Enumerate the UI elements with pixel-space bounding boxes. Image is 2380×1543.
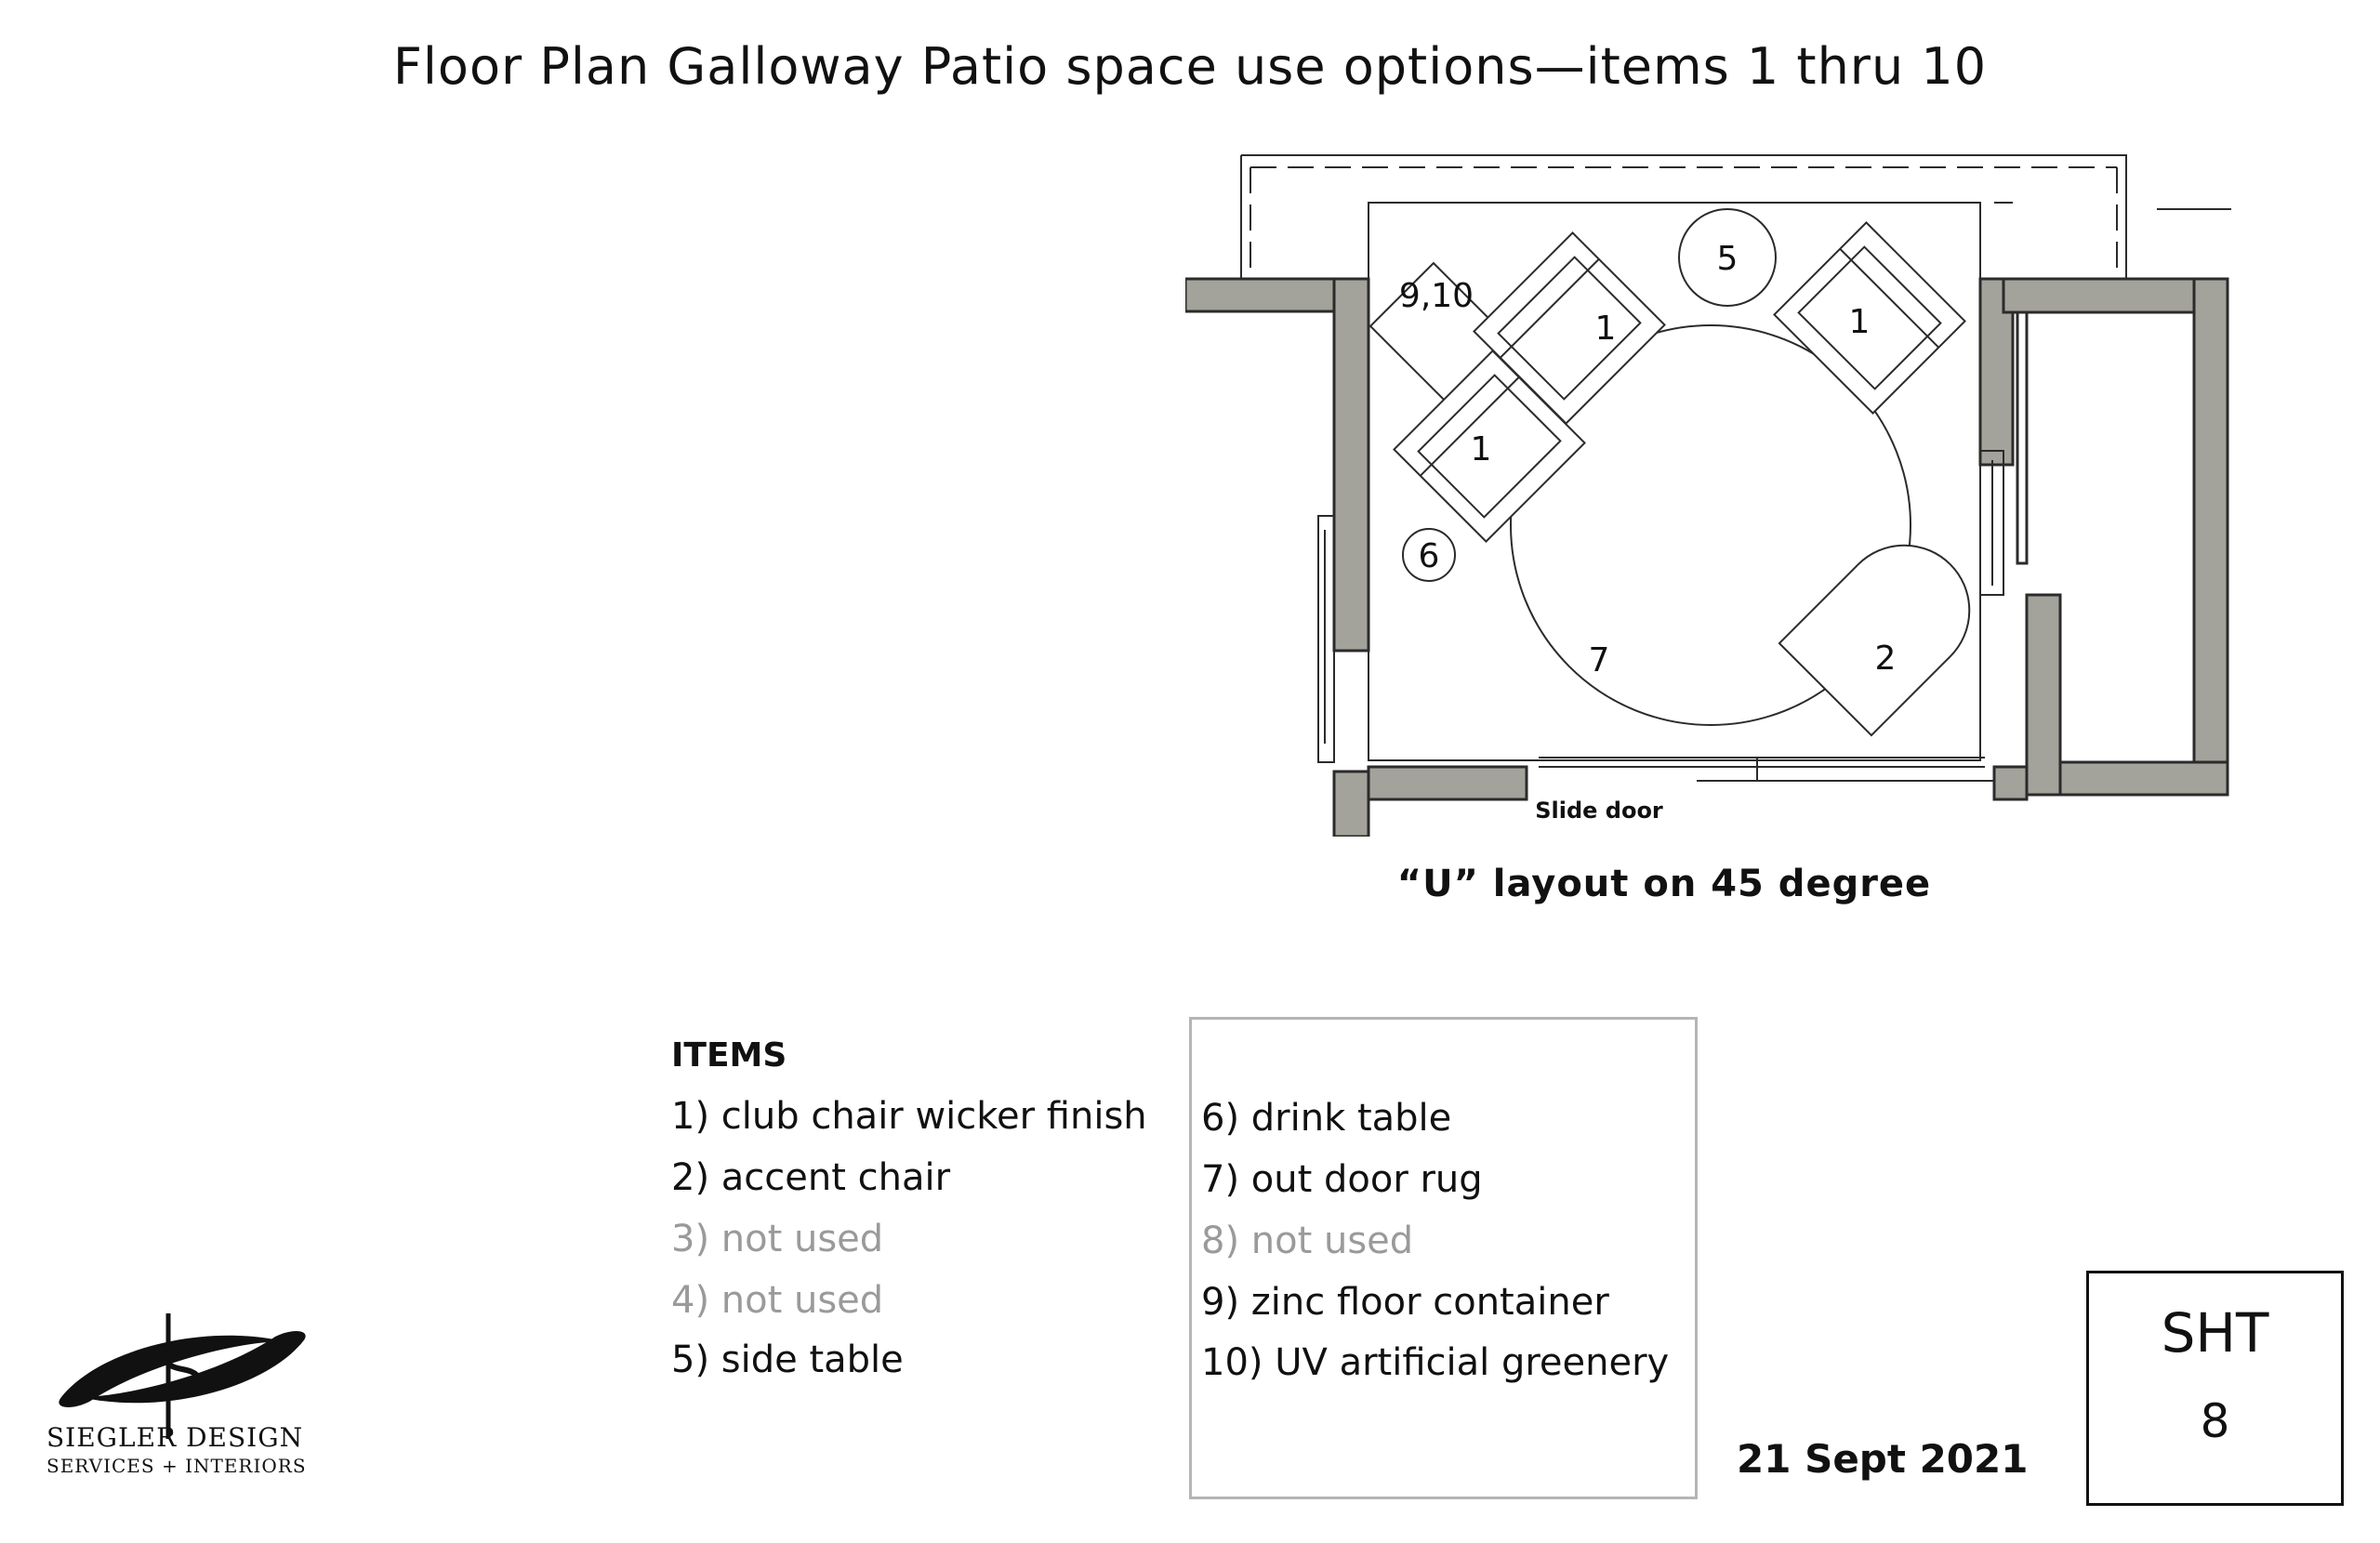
- walls: [1185, 277, 2229, 837]
- drink-table: [1402, 528, 1456, 582]
- items-heading: ITEMS: [671, 1036, 787, 1075]
- club-chair-top-right: [1773, 221, 1966, 415]
- label-item-6: 6: [1419, 537, 1440, 575]
- label-item-1-a: 1: [1595, 310, 1617, 348]
- club-chair-top-left: [1473, 231, 1666, 425]
- item-6: 6) drink table: [1201, 1097, 1452, 1140]
- planter-outline: [1241, 154, 2127, 279]
- label-item-2: 2: [1875, 640, 1897, 678]
- item-10: 10) UV artificial greenery: [1201, 1341, 1670, 1384]
- item-7: 7) out door rug: [1201, 1158, 1483, 1201]
- item-3: 3) not used: [671, 1218, 884, 1260]
- wall-top-right: [2002, 277, 2196, 314]
- page-title: Floor Plan Galloway Patio space use opti…: [392, 37, 1988, 96]
- sheet-label: SHT: [2161, 1301, 2269, 1365]
- layout-caption: “U” layout on 45 degree: [1396, 863, 1932, 905]
- item-4: 4) not used: [671, 1279, 884, 1322]
- sheet-number: 8: [2200, 1394, 2230, 1448]
- label-item-7: 7: [1589, 641, 1610, 679]
- items-box: [1189, 1017, 1698, 1499]
- label-item-1-c: 1: [1471, 430, 1492, 468]
- logo-tagline: SERVICES + INTERIORS: [46, 1455, 307, 1477]
- logo-name: SIEGLER DESIGN: [46, 1422, 304, 1453]
- side-table: [1678, 208, 1777, 307]
- label-item-1-b: 1: [1849, 303, 1871, 341]
- label-items-9-10: 9,10: [1399, 277, 1474, 315]
- item-1: 1) club chair wicker finish: [671, 1095, 1147, 1138]
- item-2: 2) accent chair: [671, 1156, 951, 1199]
- accent-chair: [1778, 544, 1971, 737]
- sheet-date: 21 Sept 2021: [1737, 1436, 2029, 1482]
- outdoor-rug: [1510, 324, 1911, 726]
- siegler-design-logo-icon: [59, 1313, 306, 1439]
- floor-plan: 9,10 1 1 1 5 6 7 2 Slide door: [1185, 154, 2231, 837]
- label-item-5: 5: [1717, 240, 1739, 278]
- label-slide-door: Slide door: [1535, 798, 1663, 824]
- club-chair-left: [1393, 349, 1586, 543]
- item-8: 8) not used: [1201, 1220, 1414, 1262]
- item-9: 9) zinc floor container: [1201, 1281, 1609, 1324]
- sheet-box: SHT 8: [2086, 1271, 2344, 1506]
- item-5: 5) side table: [671, 1339, 904, 1381]
